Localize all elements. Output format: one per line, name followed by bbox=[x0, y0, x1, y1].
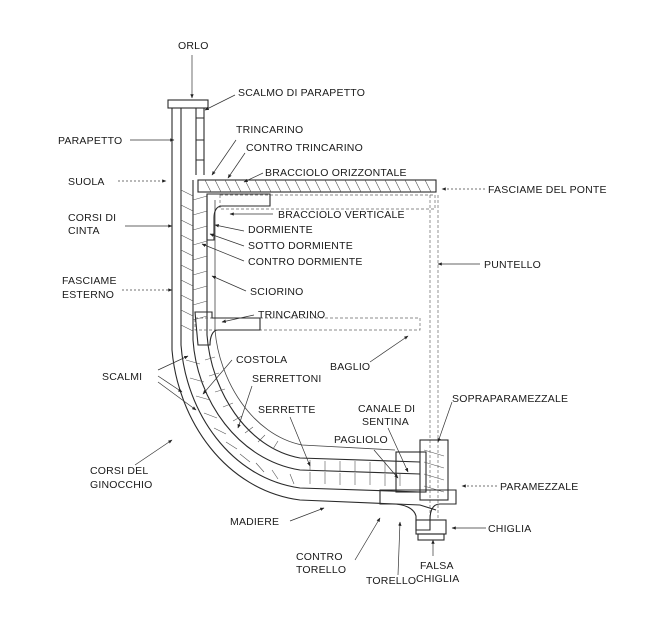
deck-beam bbox=[219, 194, 436, 210]
lower-beam bbox=[194, 317, 421, 331]
floor-timber bbox=[379, 489, 457, 531]
label-scalmi: SCALMI bbox=[102, 371, 142, 383]
label-fasciame-esterno-2: ESTERNO bbox=[62, 289, 114, 301]
label-bracciolo-orizzontale: BRACCIOLO ORIZZONTALE bbox=[265, 167, 407, 179]
label-pagliolo: PAGLIOLO bbox=[334, 434, 388, 446]
lower-knee bbox=[194, 311, 261, 346]
deck-hatching bbox=[204, 179, 432, 193]
label-contro-trincarino: CONTRO TRINCARINO bbox=[246, 142, 363, 154]
keelson bbox=[419, 439, 449, 501]
keelson-hatching bbox=[423, 449, 445, 493]
label-falsa-chiglia-2: CHIGLIA bbox=[416, 573, 459, 585]
label-contro-torello-2: TORELLO bbox=[296, 564, 346, 576]
label-trincarino-low: TRINCARINO bbox=[258, 309, 325, 321]
label-dormiente: DORMIENTE bbox=[248, 224, 313, 236]
label-chiglia: CHIGLIA bbox=[488, 523, 531, 535]
hull-drawing bbox=[167, 99, 457, 541]
leader-lines bbox=[118, 55, 497, 576]
label-madiere: MADIERE bbox=[230, 516, 279, 528]
label-torello: TORELLO bbox=[366, 575, 416, 587]
label-sotto-dormiente: SOTTO DORMIENTE bbox=[248, 240, 353, 252]
label-baglio: BAGLIO bbox=[330, 361, 370, 373]
label-serrette: SERRETTE bbox=[258, 404, 316, 416]
pillar bbox=[429, 195, 439, 520]
label-contro-torello-1: CONTRO bbox=[296, 551, 343, 563]
ceiling-line bbox=[214, 200, 396, 451]
labels: ORLO SCALMO DI PARAPETTO PARAPETTO TRINC… bbox=[58, 40, 607, 587]
label-puntello: PUNTELLO bbox=[484, 259, 541, 271]
label-sciorino: SCIORINO bbox=[250, 286, 304, 298]
deck-planking bbox=[197, 179, 437, 193]
label-fasciame-ponte: FASCIAME DEL PONTE bbox=[488, 184, 607, 196]
label-parapetto: PARAPETTO bbox=[58, 135, 122, 147]
label-fasciame-esterno-1: FASCIAME bbox=[62, 275, 117, 287]
label-corsi-cinta-1: CORSI DI bbox=[68, 212, 116, 224]
keel bbox=[415, 519, 447, 535]
label-canale-2: SENTINA bbox=[362, 416, 409, 428]
label-paramezzale: PARAMEZZALE bbox=[500, 481, 578, 493]
outer-planking bbox=[171, 108, 437, 511]
hanging-knee bbox=[206, 193, 271, 241]
frame-inner bbox=[206, 195, 421, 463]
label-corsi-cinta-2: CINTA bbox=[68, 225, 100, 237]
label-sopraparamezzale: SOPRAPARAMEZZALE bbox=[452, 393, 568, 405]
frame-outer bbox=[192, 180, 421, 475]
rail-cap bbox=[167, 99, 209, 109]
frame-hatching bbox=[180, 189, 401, 486]
label-costola: COSTOLA bbox=[236, 354, 287, 366]
label-corsi-ginocchio-2: GINOCCHIO bbox=[90, 479, 152, 491]
limber-channel bbox=[395, 451, 427, 493]
label-canale-1: CANALE DI bbox=[358, 403, 415, 415]
bulwark-stanchion bbox=[195, 108, 205, 175]
label-serrettoni: SERRETTONI bbox=[252, 373, 321, 385]
label-bracciolo-verticale: BRACCIOLO VERTICALE bbox=[278, 209, 405, 221]
label-falsa-chiglia-1: FALSA bbox=[420, 560, 454, 572]
label-contro-dormiente: CONTRO DORMIENTE bbox=[248, 256, 363, 268]
label-scalmo-parapetto: SCALMO DI PARAPETTO bbox=[238, 87, 365, 99]
false-keel bbox=[417, 533, 445, 541]
outer-planking-inner-line bbox=[180, 108, 421, 493]
label-corsi-ginocchio-1: CORSI DEL bbox=[90, 465, 148, 477]
label-trincarino-top: TRINCARINO bbox=[236, 124, 303, 136]
label-suola: SUOLA bbox=[68, 176, 105, 188]
label-orlo: ORLO bbox=[178, 40, 209, 52]
